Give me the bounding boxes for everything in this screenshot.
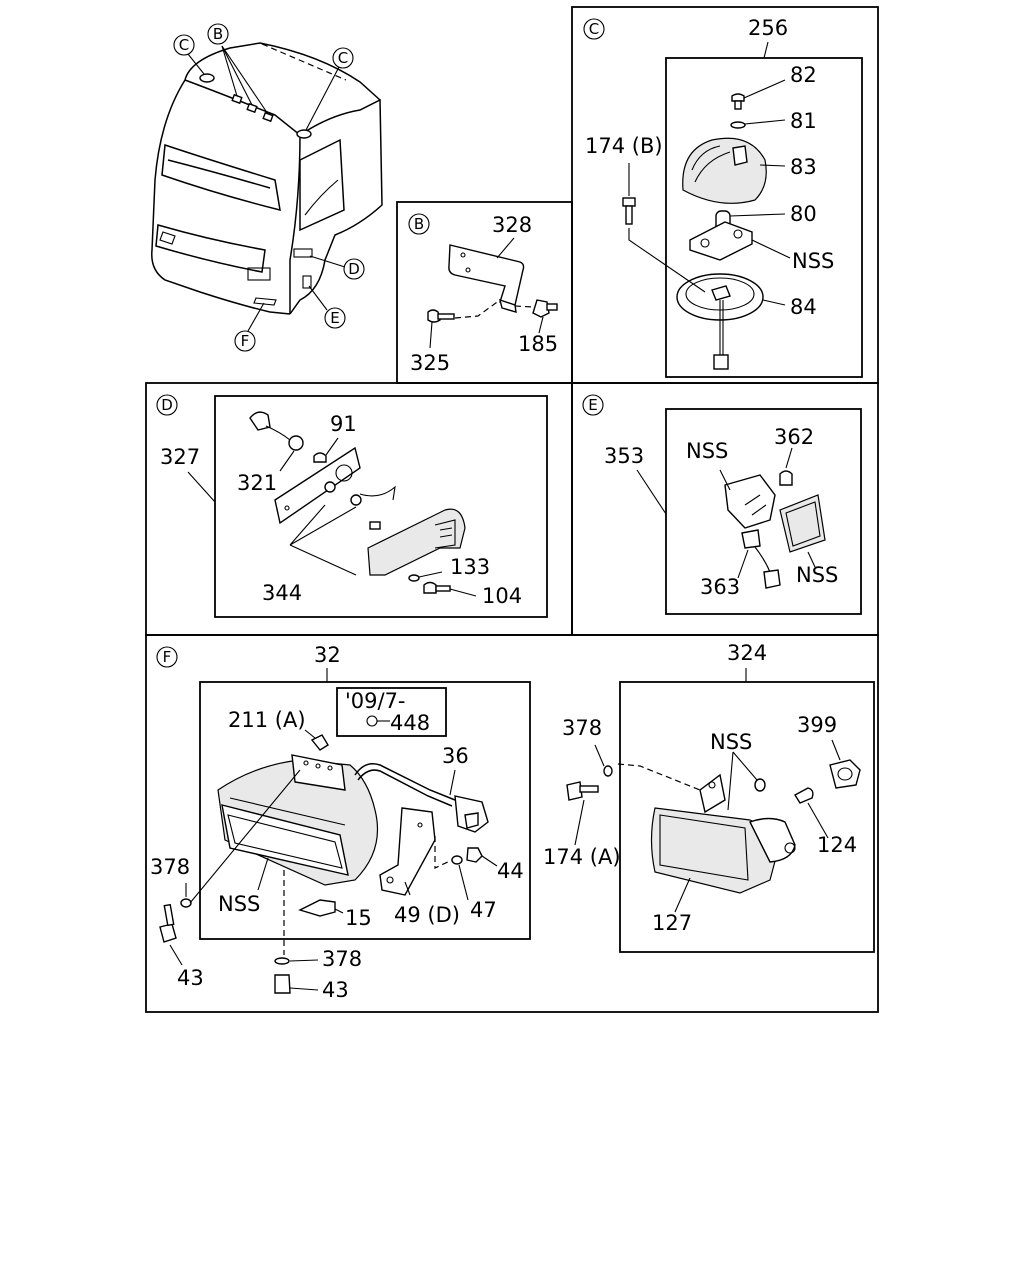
section-e-marker: E xyxy=(588,396,597,414)
cab-callout-e: E xyxy=(330,309,339,327)
section-c-drawing xyxy=(622,41,863,378)
section-f-drawing xyxy=(159,668,875,994)
part-label-328: 328 xyxy=(492,213,532,237)
part-label-344: 344 xyxy=(262,581,302,605)
section-e-inner-frame xyxy=(665,408,862,615)
part-label-36: 36 xyxy=(442,744,469,768)
part-label-47: 47 xyxy=(470,898,497,922)
part-label-84: 84 xyxy=(790,295,817,319)
section-f-inner-frame-right xyxy=(619,681,875,953)
part-label-185: 185 xyxy=(518,332,558,356)
part-labels: 256 82 81 174 (B) 83 80 NSS 84 328 325 1… xyxy=(150,16,857,1002)
part-label-448: 448 xyxy=(390,711,430,735)
part-label-327: 327 xyxy=(160,445,200,469)
section-c-inner-frame xyxy=(665,57,863,378)
section-d-drawing xyxy=(187,395,548,618)
part-label-43a: 43 xyxy=(177,966,204,990)
part-label-362: 362 xyxy=(774,425,814,449)
part-label-80: 80 xyxy=(790,202,817,226)
part-label-83: 83 xyxy=(790,155,817,179)
panel-borders xyxy=(145,6,879,1013)
part-label-32: 32 xyxy=(314,643,341,667)
part-label-133: 133 xyxy=(450,555,490,579)
section-f-inner-frame-left xyxy=(199,681,531,940)
part-label-nss-e2: NSS xyxy=(796,563,838,587)
section-b-marker: B xyxy=(414,215,424,233)
part-label-211a: 211 (A) xyxy=(228,708,306,732)
part-label-81: 81 xyxy=(790,109,817,133)
date-note-box xyxy=(336,687,447,737)
section-markers: C B D E F C B C D E F xyxy=(156,18,605,668)
part-label-nss-f1: NSS xyxy=(218,892,260,916)
part-label-378c: 378 xyxy=(322,947,362,971)
cab-overview xyxy=(151,42,383,332)
cab-callout-b: B xyxy=(213,25,223,43)
part-label-378b: 378 xyxy=(150,855,190,879)
part-label-174a: 174 (A) xyxy=(543,845,621,869)
section-b-drawing xyxy=(427,237,558,349)
date-note-label: '09/7- xyxy=(345,689,406,713)
part-label-124: 124 xyxy=(817,833,857,857)
cab-callout-f: F xyxy=(241,332,250,350)
part-label-82: 82 xyxy=(790,63,817,87)
part-label-127: 127 xyxy=(652,911,692,935)
part-label-353: 353 xyxy=(604,444,644,468)
part-label-174b: 174 (B) xyxy=(585,134,663,158)
part-label-43b: 43 xyxy=(322,978,349,1002)
section-c-marker: C xyxy=(589,20,599,38)
part-label-15: 15 xyxy=(345,906,372,930)
part-label-nss-f2: NSS xyxy=(710,730,752,754)
cab-callout-c-left: C xyxy=(179,36,189,54)
part-label-363: 363 xyxy=(700,575,740,599)
part-label-49d: 49 (D) xyxy=(394,903,460,927)
section-d-marker: D xyxy=(161,396,173,414)
part-label-nss-e1: NSS xyxy=(686,439,728,463)
part-label-91: 91 xyxy=(330,412,357,436)
part-label-104: 104 xyxy=(482,584,522,608)
cab-callout-d: D xyxy=(348,260,360,278)
part-label-378a: 378 xyxy=(562,716,602,740)
part-label-325: 325 xyxy=(410,351,450,375)
section-e-drawing xyxy=(636,408,862,615)
part-label-256: 256 xyxy=(748,16,788,40)
part-label-nss-c: NSS xyxy=(792,249,834,273)
section-f-marker: F xyxy=(163,648,172,666)
part-label-324: 324 xyxy=(727,641,767,665)
part-label-44: 44 xyxy=(497,859,524,883)
part-label-321: 321 xyxy=(237,471,277,495)
part-label-399: 399 xyxy=(797,713,837,737)
cab-callout-c-right: C xyxy=(338,49,348,67)
section-d-inner-frame xyxy=(214,395,548,618)
